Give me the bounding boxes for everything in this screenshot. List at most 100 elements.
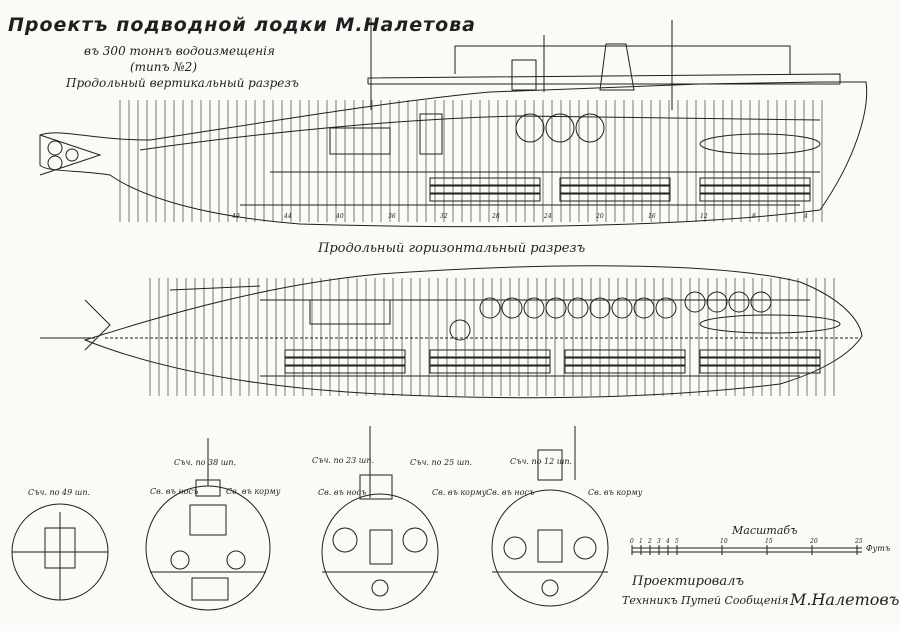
vertical-battery-cells: [429, 177, 811, 202]
scale-bar: [631, 545, 862, 555]
air-tank: [684, 291, 706, 313]
battery-cell: [284, 357, 406, 366]
battery-cell: [429, 177, 541, 186]
scale-tick-label: 0: [630, 538, 634, 545]
funnel: [599, 43, 635, 91]
air-tank: [589, 297, 611, 319]
air-tank: [611, 297, 633, 319]
frame-number-label: 12: [700, 213, 708, 220]
horizontal-section-label: Продольный горизонтальный разрезъ: [318, 241, 586, 256]
frame-number-label: 44: [283, 213, 292, 220]
cross-section-23: [321, 426, 439, 611]
scale-tick-label: 3: [657, 538, 661, 545]
horizontal-propeller: [84, 299, 111, 351]
cross-section-label-25: Съч. по 25 шп.: [410, 458, 473, 467]
battery-cell: [429, 365, 551, 374]
frame-number-label: 16: [648, 213, 656, 220]
scale-tick-label: 10: [720, 538, 728, 545]
vertical-hull-frames: [119, 100, 823, 222]
battery-cell: [699, 357, 821, 366]
air-tank: [655, 297, 677, 319]
horizontal-battery-cells: [284, 349, 821, 374]
cross-section-25-stern-label: Св. въ корму: [432, 488, 487, 497]
title-line-displacement: въ 300 тоннъ водоизмещенія: [84, 44, 275, 58]
designer-title: Технникъ Путей Сообщенія: [622, 594, 789, 607]
frame-number-label: 20: [595, 213, 604, 220]
drawing-title: Проектъ подводной лодки М.Налетова: [8, 14, 476, 36]
battery-cell: [284, 349, 406, 358]
air-tank: [501, 297, 523, 319]
horizontal-hull-outline: [83, 265, 863, 399]
engine-cylinder: [515, 113, 545, 143]
frame-number-label: 36: [388, 213, 396, 220]
scale-label: Масштабъ: [732, 524, 798, 537]
designer-signature: М.Налетовъ: [790, 590, 900, 609]
battery-cell: [564, 349, 686, 358]
vertical-deck-line: [367, 73, 841, 84]
cross-section-38: [145, 438, 271, 611]
battery-cell: [429, 349, 551, 358]
scale-unit: Футъ: [866, 544, 891, 553]
title-line-type: (типъ №2): [130, 60, 198, 74]
frame-number-label: 24: [543, 213, 552, 220]
air-tank: [545, 297, 567, 319]
air-tank: [706, 291, 728, 313]
cross-section-12: [491, 426, 609, 607]
cross-section-12-hull: [491, 489, 609, 607]
horizontal-section: [40, 265, 863, 399]
conning-tower: [511, 59, 537, 91]
battery-cell: [429, 185, 541, 194]
frame-number-label: 8: [752, 213, 756, 220]
title-line-vertical-section: Продольный вертикальный разрезъ: [66, 76, 299, 90]
frame-number-label: 40: [335, 213, 344, 220]
vertical-engine-block: [329, 127, 391, 155]
battery-cell: [699, 193, 811, 202]
cross-section-38-stern-label: Св. въ корму: [226, 487, 281, 496]
battery-cell: [559, 193, 671, 202]
air-tank: [750, 291, 772, 313]
vertical-inner-deck: [139, 115, 821, 151]
vertical-hull-outline: [39, 81, 868, 228]
scale-tick-label: 1: [639, 538, 643, 545]
scale-tick-label: 25: [854, 538, 863, 545]
battery-cell: [429, 193, 541, 202]
frame-number-label: 32: [440, 213, 448, 220]
cross-section-label-38: Съч. по 38 шп.: [174, 458, 237, 467]
air-tank: [567, 297, 589, 319]
battery-cell: [699, 177, 811, 186]
battery-cell: [284, 365, 406, 374]
scale-tick-label: 20: [809, 538, 818, 545]
air-tank: [523, 297, 545, 319]
cross-section-label-23: Съч. по 23 шп.: [312, 456, 375, 465]
cross-section-12-bow-label: Св. въ носъ: [486, 488, 535, 497]
cross-section-49: [11, 503, 109, 601]
air-tank: [633, 297, 655, 319]
air-tank: [728, 291, 750, 313]
cross-section-23-bow-label: Св. въ носъ: [318, 488, 367, 497]
cross-section-label-12: Съч. по 12 шп.: [510, 457, 573, 466]
cross-section-label-49: Съч. по 49 шп.: [28, 488, 91, 497]
horizontal-air-tanks: [479, 291, 772, 319]
battery-cell: [699, 365, 821, 374]
frame-number-label: 28: [491, 213, 500, 220]
frame-number-label: 4: [803, 213, 808, 220]
scale-tick-label: 4: [665, 538, 670, 545]
battery-cell: [429, 357, 551, 366]
vertical-section: [39, 18, 868, 228]
frame-number-label: 49: [231, 213, 240, 220]
horizontal-torpedo-tube: [699, 314, 841, 334]
battery-cell: [559, 185, 671, 194]
vertical-frame-numbers: 49 44 40 36 32 28 24 20 16 12 8 4: [231, 213, 808, 220]
scale-tick-label: 5: [675, 538, 679, 545]
battery-cell: [699, 185, 811, 194]
horizontal-engine-block: [309, 299, 391, 325]
cross-section-38-bow-label: Св. въ носъ: [150, 487, 199, 496]
battery-cell: [564, 357, 686, 366]
battery-cell: [699, 349, 821, 358]
cross-section-12-stern-label: Св. въ корму: [588, 488, 643, 497]
scale-tick-label: 2: [647, 538, 652, 545]
battery-cell: [559, 177, 671, 186]
